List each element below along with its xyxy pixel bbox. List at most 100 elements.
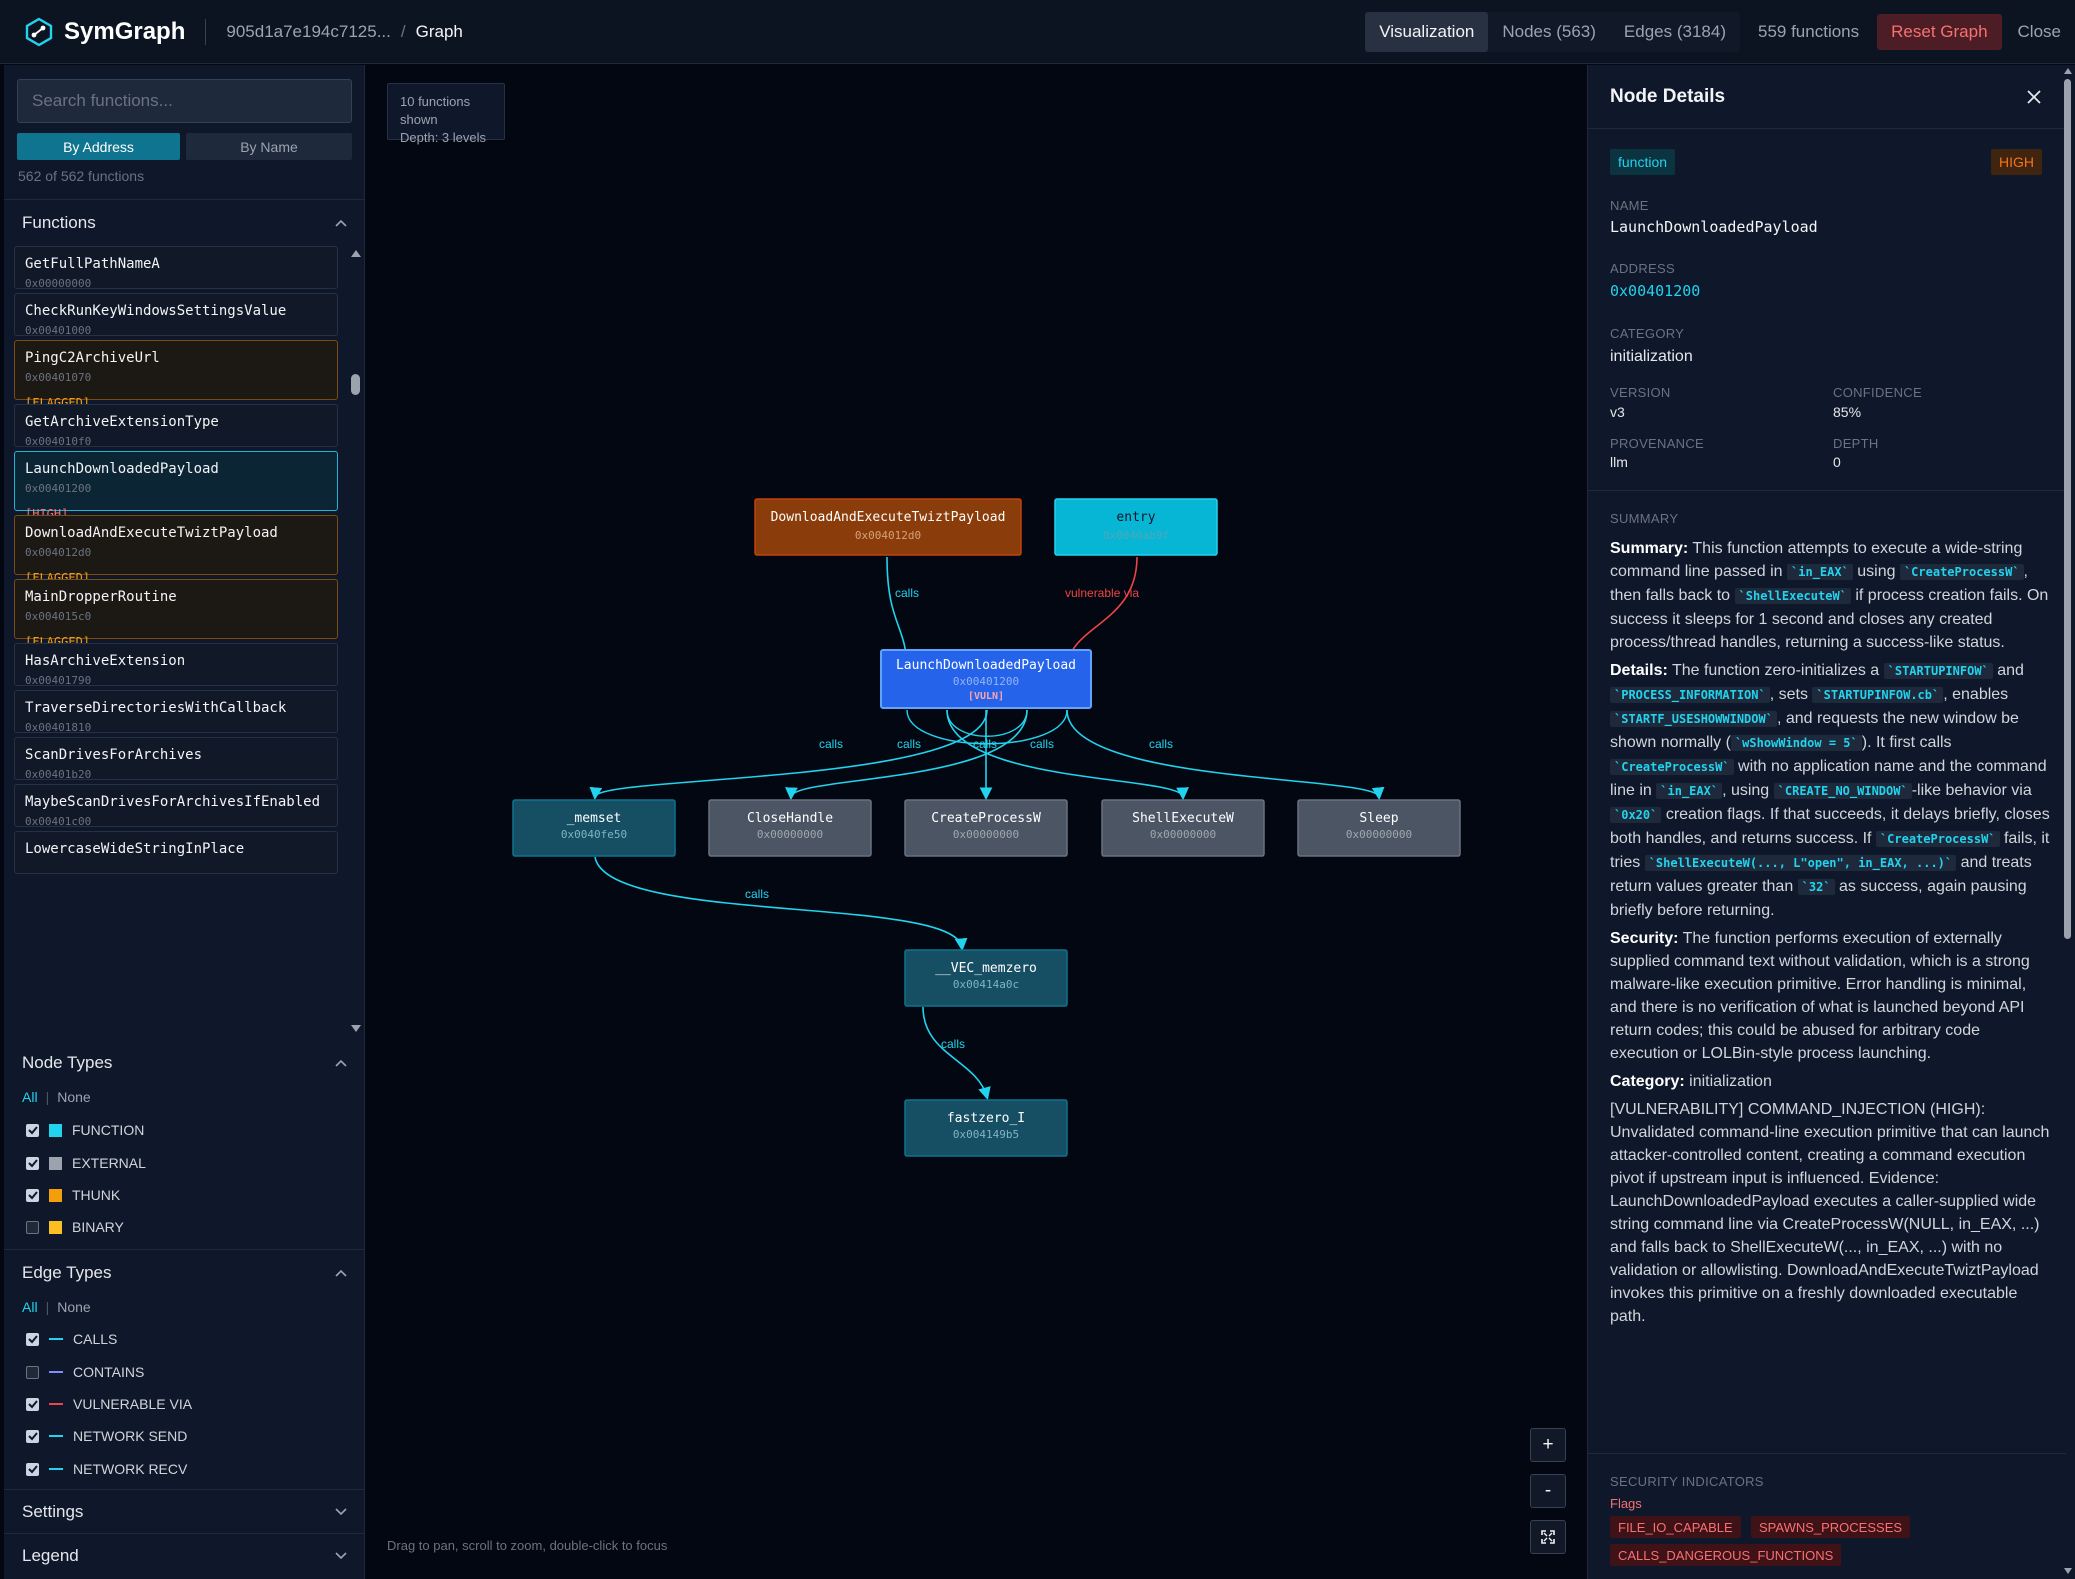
depth-label: DEPTH — [1833, 436, 1879, 451]
function-list-scrollbar[interactable] — [349, 246, 363, 1036]
list-item[interactable]: GetArchiveExtensionType 0x004010f0 — [14, 404, 338, 448]
checkbox[interactable] — [26, 1365, 39, 1379]
node-type-function[interactable]: FUNCTION — [26, 1122, 144, 1138]
app-logo[interactable]: SymGraph — [24, 17, 185, 47]
tab-visualization[interactable]: Visualization — [1365, 12, 1489, 52]
checkbox[interactable] — [26, 1429, 39, 1443]
edge-type-network-send[interactable]: NETWORK SEND — [26, 1428, 187, 1444]
details-scrollbar-thumb[interactable] — [2064, 79, 2071, 939]
edge-label: calls — [897, 737, 921, 751]
section-title: Functions — [22, 212, 96, 232]
reset-graph-button[interactable]: Reset Graph — [1877, 14, 2002, 50]
function-address: 0x00401b20 — [25, 768, 92, 781]
list-item[interactable]: TraverseDirectoriesWithCallback 0x004018… — [14, 690, 338, 734]
edge-calls[interactable] — [589, 709, 988, 801]
graph-node-thunk[interactable]: DownloadAndExecuteTwiztPayload 0x004012d… — [754, 498, 1022, 556]
select-all-link[interactable]: All — [22, 1299, 38, 1315]
node-address: 0x004149b5 — [953, 1128, 1019, 1141]
settings-section-header[interactable]: Settings — [4, 1489, 364, 1533]
close-icon[interactable] — [2026, 89, 2042, 105]
graph-node-function[interactable]: fastzero_I 0x004149b5 — [904, 1099, 1068, 1157]
node-address: 0x00000000 — [953, 828, 1019, 841]
graph-node-selected[interactable]: LaunchDownloadedPayload 0x00401200 [VULN… — [880, 649, 1092, 709]
edge-calls[interactable] — [785, 709, 1028, 801]
symgraph-logo-icon — [25, 17, 53, 46]
edge-type-vulnerable-via[interactable]: VULNERABLE VIA — [26, 1396, 192, 1412]
edge-calls[interactable] — [946, 709, 1189, 801]
node-type-external[interactable]: EXTERNAL — [26, 1155, 146, 1171]
graph-node-function[interactable]: _memset 0x0040fe50 — [512, 799, 676, 857]
checkbox[interactable] — [26, 1462, 39, 1476]
node-type-binary[interactable]: BINARY — [26, 1219, 124, 1235]
select-all-link[interactable]: All — [22, 1089, 38, 1105]
checkbox[interactable] — [26, 1397, 39, 1411]
flags-label: Flags — [1610, 1496, 1642, 1511]
check-icon — [27, 1126, 38, 1135]
zoom-out-button[interactable]: - — [1530, 1474, 1566, 1508]
check-icon — [27, 1159, 38, 1168]
node-type-thunk[interactable]: THUNK — [26, 1187, 120, 1203]
list-item[interactable]: MainDropperRoutine 0x004015c0 [FLAGGED] — [14, 579, 338, 649]
list-item[interactable]: DownloadAndExecuteTwiztPayload 0x004012d… — [14, 515, 338, 585]
category-paragraph: Category: initialization — [1610, 1073, 1772, 1090]
graph-node-external[interactable]: CreateProcessW 0x00000000 — [904, 799, 1068, 857]
edge-calls[interactable] — [594, 856, 968, 952]
edge-types-section-header[interactable]: Edge Types — [4, 1249, 364, 1295]
close-button[interactable]: Close — [2017, 22, 2061, 41]
details-header: Node Details — [1588, 65, 2066, 129]
scroll-up-icon[interactable] — [351, 250, 361, 257]
list-item[interactable]: CheckRunKeyWindowsSettingsValue 0x004010… — [14, 293, 338, 337]
edge-type-calls[interactable]: CALLS — [26, 1331, 117, 1347]
tab-edges[interactable]: Edges (3184) — [1623, 22, 1726, 41]
breadcrumb-hash[interactable]: 905d1a7e194c7125... — [226, 21, 391, 41]
edge-calls[interactable] — [906, 709, 1068, 745]
scrollbar-thumb[interactable] — [351, 374, 360, 395]
select-none-link[interactable]: None — [57, 1089, 91, 1105]
graph-node-external[interactable]: Sleep 0x00000000 — [1297, 799, 1461, 857]
sort-by-address-button[interactable]: By Address — [17, 133, 180, 160]
node-types-section-header[interactable]: Node Types — [4, 1046, 364, 1080]
edge-calls[interactable] — [946, 709, 1028, 737]
list-item[interactable]: GetFullPathNameA 0x00000000 — [14, 246, 338, 290]
legend-section-header[interactable]: Legend — [4, 1533, 364, 1577]
checkbox[interactable] — [26, 1156, 39, 1170]
checkbox[interactable] — [26, 1123, 39, 1137]
top-bar: SymGraph 905d1a7e194c7125... / Graph Vis… — [0, 0, 2075, 64]
checkbox[interactable] — [26, 1220, 39, 1234]
node-name: __VEC_memzero — [935, 961, 1037, 976]
edge-calls[interactable] — [922, 1006, 991, 1101]
function-name: GetFullPathNameA — [25, 256, 160, 272]
checkbox[interactable] — [26, 1332, 39, 1346]
edge-type-contains[interactable]: CONTAINS — [26, 1364, 144, 1380]
edge-calls[interactable] — [1066, 709, 1385, 801]
search-input[interactable] — [17, 79, 352, 123]
tab-nodes[interactable]: Nodes (563) — [1502, 22, 1596, 41]
details-title: Node Details — [1610, 85, 1726, 107]
list-item[interactable]: PingC2ArchiveUrl 0x00401070 [FLAGGED] — [14, 340, 338, 410]
list-item[interactable]: LowercaseWideStringInPlace — [14, 831, 338, 874]
function-name: CheckRunKeyWindowsSettingsValue — [25, 303, 287, 319]
graph-node-function[interactable]: entry 0x0040ab9f — [1054, 498, 1218, 556]
fit-view-button[interactable] — [1530, 1520, 1566, 1554]
graph-svg: calls vulnerable via calls calls calls c… — [512, 498, 1461, 1157]
list-item[interactable]: HasArchiveExtension 0x00401790 — [14, 643, 338, 687]
graph-node-external[interactable]: ShellExecuteW 0x00000000 — [1101, 799, 1265, 857]
scroll-down-icon[interactable] — [351, 1025, 361, 1032]
edge-type-network-recv[interactable]: NETWORK RECV — [26, 1461, 187, 1477]
checkbox[interactable] — [26, 1188, 39, 1202]
list-item[interactable]: MaybeScanDrivesForArchivesIfEnabled 0x00… — [14, 784, 338, 828]
scroll-down-icon[interactable] — [2064, 1568, 2072, 1574]
node-name: Sleep — [1359, 811, 1398, 826]
sort-by-name-button[interactable]: By Name — [186, 133, 352, 160]
list-item[interactable]: ScanDrivesForArchives 0x00401b20 — [14, 737, 338, 781]
graph-node-function[interactable]: __VEC_memzero 0x00414a0c — [904, 949, 1068, 1007]
zoom-in-button[interactable]: + — [1530, 1428, 1566, 1462]
select-none-link[interactable]: None — [57, 1299, 91, 1315]
node-address-value[interactable]: 0x00401200 — [1610, 282, 1701, 300]
graph-canvas[interactable]: 10 functions shown Depth: 3 levels calls… — [367, 65, 1587, 1579]
functions-section-header[interactable]: Functions — [4, 199, 364, 245]
list-item-selected[interactable]: LaunchDownloadedPayload 0x00401200 [HIGH… — [14, 451, 338, 521]
graph-node-external[interactable]: CloseHandle 0x00000000 — [708, 799, 872, 857]
scroll-up-icon[interactable] — [2064, 68, 2072, 74]
edge-color-line — [49, 1468, 63, 1470]
